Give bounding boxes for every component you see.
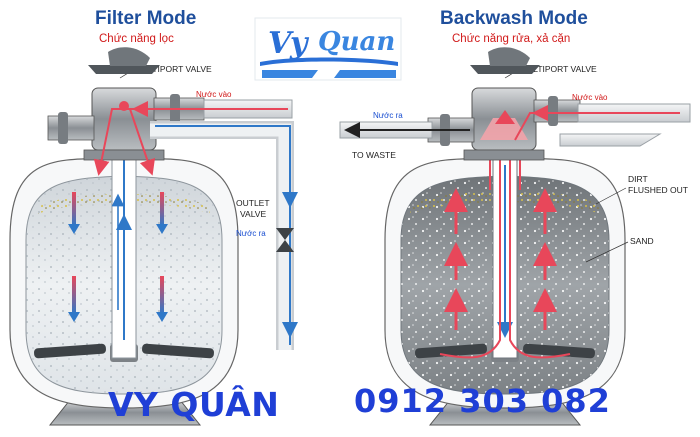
filter-outlet-valve: [276, 228, 294, 252]
filter-mode-panel: Filter Mode Chức năng lọc MULTIPORT VALV…: [9, 8, 298, 426]
logo-text-quan: Quan: [318, 27, 395, 57]
backwash-outlet-water-label: Nước ra: [373, 111, 403, 120]
filter-flow-arrows: [68, 192, 168, 322]
backwash-inlet-label: Nước vào: [572, 93, 608, 102]
brand-name: VY QUÂN: [108, 384, 279, 424]
backwash-multiport-label: MULTIPORT VALVE: [520, 64, 597, 74]
vyquan-logo: Vy Quan: [254, 17, 402, 81]
dirt-label-1: DIRT: [628, 174, 648, 184]
sand-label: SAND: [630, 236, 654, 246]
filter-mode-title: Filter Mode: [95, 8, 196, 29]
filter-inlet-label: Nước vào: [196, 90, 232, 99]
outlet-valve-label-1: OUTLET: [236, 198, 270, 208]
backwash-mode-subtitle: Chức năng rửa, xả cặn: [452, 33, 570, 45]
backwash-mode-panel: Backwash Mode Chức năng rửa, xả cặn MULT…: [339, 8, 691, 426]
logo-text-v: Vy: [268, 26, 310, 61]
backwash-flow-arrows: [439, 144, 571, 359]
filter-dirt-layer: [38, 194, 210, 214]
dirt-label-2: FLUSHED OUT: [628, 185, 688, 195]
phone-number: 0912 303 082: [354, 382, 611, 420]
backwash-mode-title: Backwash Mode: [440, 8, 588, 29]
filter-outlet-water-label: Nước ra: [236, 229, 266, 238]
filter-mode-subtitle: Chức năng lọc: [99, 33, 174, 45]
to-waste-label: TO WASTE: [352, 150, 396, 160]
outlet-valve-label-2: VALVE: [240, 209, 266, 219]
filter-multiport-label: MULTIPORT VALVE: [135, 64, 212, 74]
